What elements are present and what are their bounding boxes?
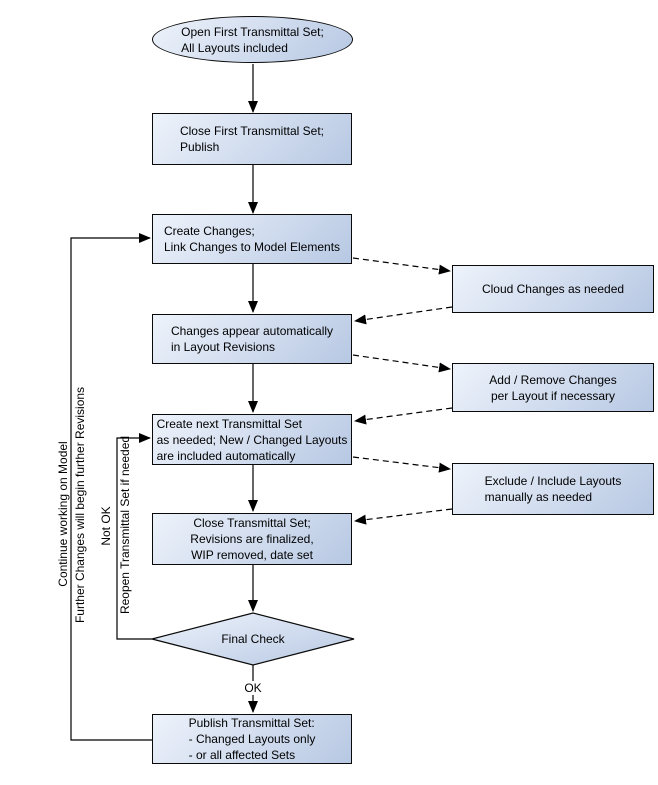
node-cloud-changes: Cloud Changes as needed <box>452 265 654 313</box>
label-not-ok-branch: Not OK <box>99 506 113 546</box>
label-ok-branch: OK <box>242 681 264 695</box>
dashed-cloud-to-changes-appear <box>354 306 453 325</box>
dashed-create-next-to-exclude <box>352 456 451 473</box>
node-add-remove-changes: Add / Remove Changes per Layout if neces… <box>452 363 654 412</box>
node-open-first-transmittal-label: Open First Transmittal Set; All Layouts … <box>181 24 324 55</box>
node-open-first-transmittal: Open First Transmittal Set; All Layouts … <box>152 16 353 63</box>
node-exclude-include-layouts-label: Exclude / Include Layouts manually as ne… <box>484 474 622 504</box>
label-reopen-transmittal: Reopen Transmittal Set if needed <box>118 435 132 615</box>
node-close-first-transmittal-label: Close First Transmittal Set; Publish <box>179 124 325 154</box>
label-continue-working-on-model: Continue working on Model <box>56 441 70 587</box>
node-close-transmittal-label: Close Transmittal Set; Revisions are fin… <box>190 516 314 562</box>
dashed-changes-appear-to-add-remove <box>352 354 451 373</box>
node-publish-transmittal-label: Publish Transmittal Set: - Changed Layou… <box>188 716 316 762</box>
node-changes-appear: Changes appear automatically in Layout R… <box>152 314 352 364</box>
loop-not-ok-reopen <box>116 433 152 640</box>
node-final-check-label: Final Check <box>221 632 285 646</box>
node-create-changes-label: Create Changes; Link Changes to Model El… <box>163 224 341 254</box>
node-publish-transmittal: Publish Transmittal Set: - Changed Layou… <box>152 714 352 764</box>
final-check-diamond-shape <box>151 612 355 666</box>
node-close-transmittal: Close Transmittal Set; Revisions are fin… <box>152 513 352 565</box>
node-changes-appear-label: Changes appear automatically in Layout R… <box>170 324 334 354</box>
dashed-exclude-to-close-transmittal <box>354 508 453 525</box>
node-close-first-transmittal: Close First Transmittal Set; Publish <box>152 113 352 165</box>
label-further-changes-revisions: Further Changes will begin further Revis… <box>73 386 87 624</box>
node-create-next-transmittal: Create next Transmittal Set as needed; N… <box>152 414 352 465</box>
node-create-changes: Create Changes; Link Changes to Model El… <box>152 214 352 264</box>
loop-continue-working <box>70 233 152 741</box>
node-cloud-changes-label: Cloud Changes as needed <box>481 282 625 296</box>
node-exclude-include-layouts: Exclude / Include Layouts manually as ne… <box>452 463 654 515</box>
node-add-remove-changes-label: Add / Remove Changes per Layout if neces… <box>489 372 617 403</box>
dashed-add-remove-to-create-next <box>354 407 453 425</box>
node-create-next-transmittal-label: Create next Transmittal Set as needed; N… <box>156 416 348 463</box>
dashed-create-changes-to-cloud <box>352 257 451 275</box>
